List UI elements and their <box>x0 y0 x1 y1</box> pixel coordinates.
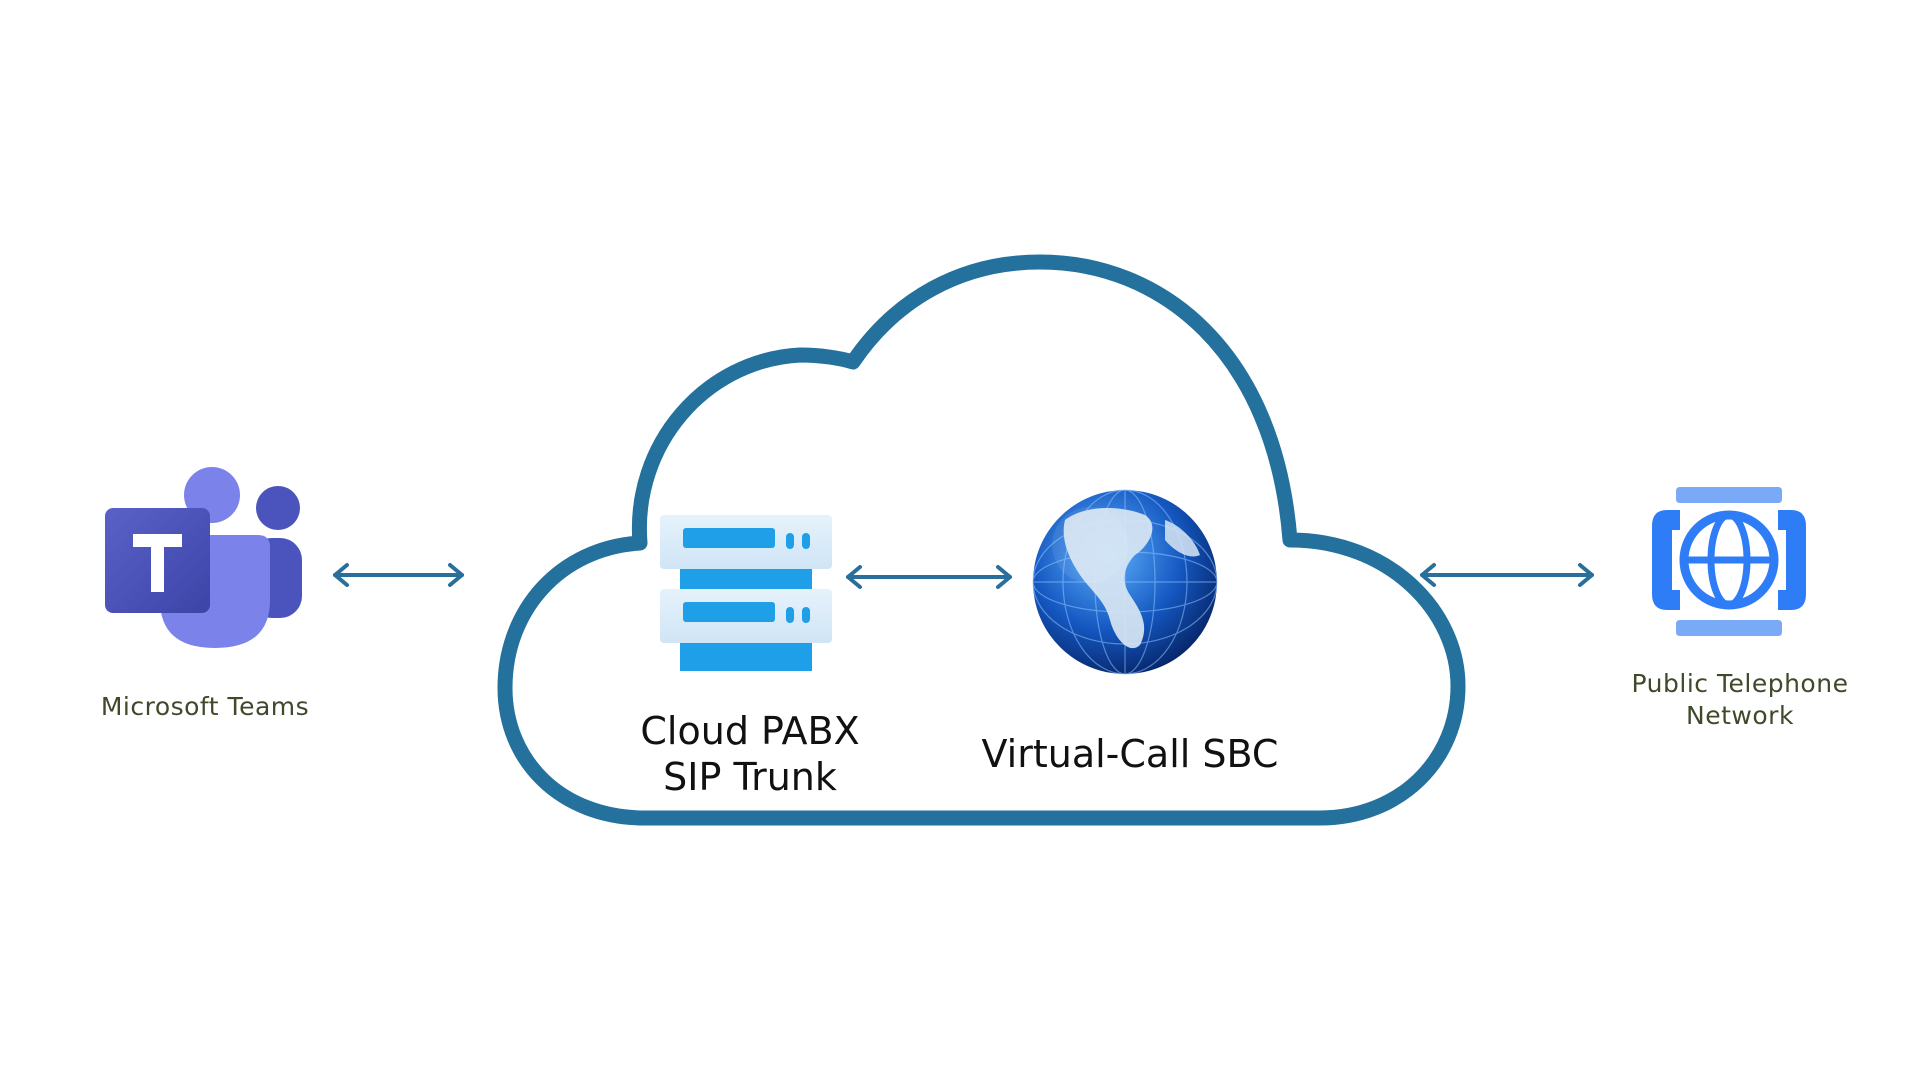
arrow-cloud-to-pstn <box>1420 563 1594 587</box>
server-rack-icon <box>660 515 832 671</box>
virtual-call-sbc-label: Virtual-Call SBC <box>981 732 1279 776</box>
public-telephone-network-label: Public Telephone Network <box>1631 669 1849 730</box>
arrow-pabx-to-sbc <box>846 565 1012 589</box>
arrow-teams-to-cloud <box>333 563 464 587</box>
phone-globe-icon <box>1652 487 1806 636</box>
cloud-pabx-label: Cloud PABX SIP Trunk <box>630 708 870 800</box>
cloud-outline <box>497 254 1466 826</box>
microsoft-teams-logo-icon <box>105 467 302 648</box>
microsoft-teams-label: Microsoft Teams <box>100 692 310 721</box>
sip-trunk-line: SIP Trunk <box>663 755 837 799</box>
cloud-pabx-line: Cloud PABX <box>640 709 860 753</box>
globe-icon <box>1032 489 1218 675</box>
